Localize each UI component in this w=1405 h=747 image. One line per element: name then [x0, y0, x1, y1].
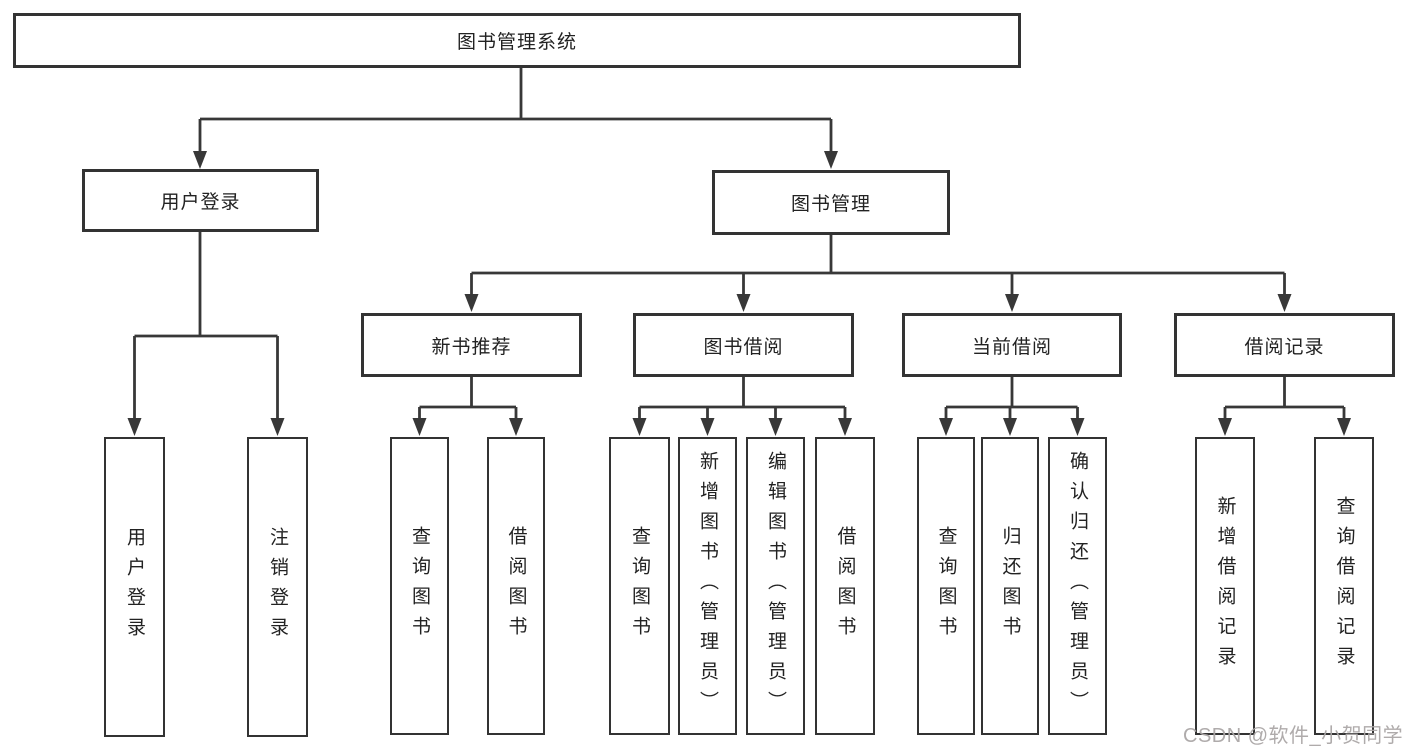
node-label: 借阅记录: [1244, 336, 1325, 358]
leaf-label: 查询图书: [629, 526, 650, 646]
leaf-edit-book-admin: 编辑图书（管理员）: [746, 437, 805, 735]
leaf-label: 查询借阅记录: [1333, 496, 1355, 676]
leaf-label: 借阅图书: [834, 526, 856, 646]
node-user-login: 用户登录: [82, 169, 319, 232]
leaf-query-books-current: 查询图书: [917, 437, 975, 735]
leaf-logout: 注销登录: [247, 437, 308, 737]
leaf-label: 用户登录: [124, 527, 145, 647]
leaf-label: 编辑图书（管理员）: [765, 451, 786, 721]
leaf-query-books-borrow: 查询图书: [609, 437, 670, 735]
leaf-add-borrow-record: 新增借阅记录: [1195, 437, 1255, 735]
node-book-management: 图书管理: [712, 170, 950, 235]
node-label: 当前借阅: [971, 336, 1052, 358]
arrowhead-icons: [127, 151, 1351, 436]
leaf-label: 新增图书（管理员）: [697, 451, 718, 721]
node-label: 图书管理: [790, 194, 871, 215]
leaf-borrow-books-recommend: 借阅图书: [487, 437, 545, 735]
leaf-return-books: 归还图书: [981, 437, 1039, 735]
leaf-add-book-admin: 新增图书（管理员）: [678, 437, 737, 735]
leaf-query-books-recommend: 查询图书: [390, 437, 449, 735]
node-label: 图书管理系统: [456, 32, 577, 53]
node-label: 用户登录: [160, 192, 241, 213]
leaf-label: 借阅图书: [505, 526, 527, 646]
leaf-label: 查询图书: [409, 526, 430, 646]
leaf-label: 查询图书: [935, 526, 957, 646]
leaf-label: 新增借阅记录: [1214, 496, 1236, 676]
leaf-query-borrow-record: 查询借阅记录: [1314, 437, 1374, 735]
node-root-system: 图书管理系统: [13, 13, 1021, 68]
leaf-borrow-books: 借阅图书: [815, 437, 875, 735]
leaf-confirm-return-admin: 确认归还（管理员）: [1048, 437, 1107, 735]
node-borrow-records: 借阅记录: [1174, 313, 1395, 377]
leaf-label: 注销登录: [267, 527, 288, 647]
node-current-borrow: 当前借阅: [902, 313, 1122, 377]
node-new-book-recommend: 新书推荐: [361, 313, 582, 377]
leaf-label: 确认归还（管理员）: [1067, 451, 1088, 721]
leaf-label: 归还图书: [999, 526, 1021, 646]
node-book-borrow: 图书借阅: [633, 313, 854, 377]
node-label: 新书推荐: [431, 336, 512, 358]
leaf-user-login: 用户登录: [104, 437, 165, 737]
csdn-watermark: CSDN @软件_小贺同学: [1183, 725, 1404, 747]
node-label: 图书借阅: [703, 336, 784, 358]
